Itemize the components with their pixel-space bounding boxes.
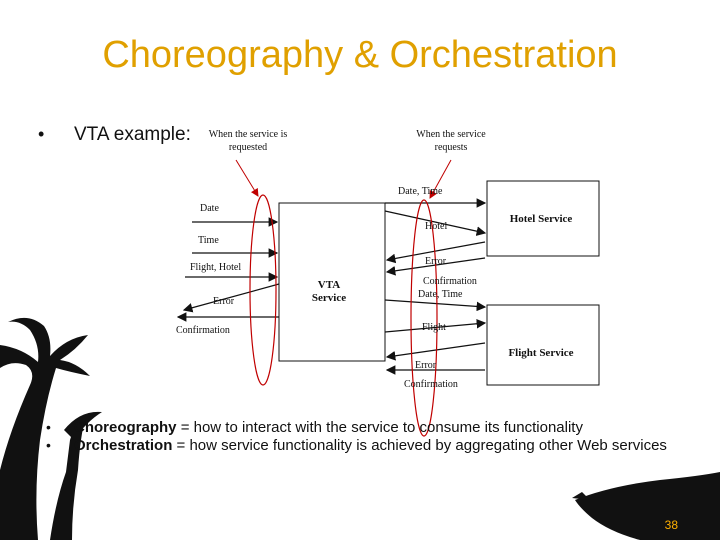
orchestration-term: Orchestration bbox=[74, 437, 173, 454]
palm-tree-decoration bbox=[0, 317, 102, 540]
bullet-marker-orchestration: • bbox=[46, 437, 51, 453]
pointer-requests bbox=[429, 159, 452, 199]
bullet-marker: • bbox=[38, 124, 45, 144]
label-hotel: Hotel bbox=[425, 221, 448, 232]
label-error-1: Error bbox=[425, 256, 447, 267]
label-error-2: Error bbox=[415, 360, 437, 371]
label-confirmation-2: Confirmation bbox=[404, 379, 458, 390]
pointer-requested bbox=[235, 159, 259, 197]
annotation-requests-text: When the service requests bbox=[416, 129, 486, 153]
vta-service-label: VTA Service bbox=[303, 279, 355, 305]
annotation-requested: When the service is requested bbox=[200, 128, 296, 154]
arrow-date-time-flight bbox=[384, 299, 487, 312]
orchestration-description: = how service functionality is achieved … bbox=[176, 437, 667, 454]
bullet-marker-choreography: • bbox=[46, 419, 51, 435]
label-confirmation-left: Confirmation bbox=[176, 325, 230, 336]
slide-title: Choreography & Orchestration bbox=[102, 34, 618, 76]
annotation-requests: When the service requests bbox=[405, 128, 497, 154]
orchestration-definition: Orchestration = how service functionalit… bbox=[74, 437, 674, 454]
page-number: 38 bbox=[664, 518, 678, 532]
label-error-left: Error bbox=[213, 296, 235, 307]
label-flight: Flight bbox=[422, 322, 446, 333]
label-date-time-1: Date, Time bbox=[398, 186, 443, 197]
label-time: Time bbox=[198, 235, 219, 246]
arrow-flight bbox=[384, 318, 487, 333]
annotation-requested-text: When the service is requested bbox=[208, 129, 288, 153]
label-date: Date bbox=[200, 203, 219, 214]
vta-service-box bbox=[278, 202, 386, 362]
choreography-term: Choreography bbox=[74, 419, 177, 436]
arrow-error-left bbox=[182, 283, 280, 313]
arrow-hotel bbox=[384, 210, 487, 236]
label-date-time-2: Date, Time bbox=[418, 289, 463, 300]
arrow-error-hotel bbox=[385, 241, 486, 264]
label-flight-hotel: Flight, Hotel bbox=[190, 262, 242, 273]
flight-service-box bbox=[486, 304, 600, 386]
boat-decoration bbox=[572, 472, 720, 540]
orchestration-ellipse bbox=[410, 199, 438, 437]
hotel-service-label: Hotel Service bbox=[509, 213, 573, 225]
vta-example-label: VTA example: bbox=[74, 124, 191, 145]
flight-service-label: Flight Service bbox=[508, 347, 574, 359]
choreography-description: = how to interact with the service to co… bbox=[180, 419, 583, 436]
vta-service-text: VTA Service bbox=[311, 279, 347, 304]
label-confirmation-1: Confirmation bbox=[423, 276, 477, 287]
choreography-definition: Choreography = how to interact with the … bbox=[74, 419, 583, 436]
hotel-service-box bbox=[486, 180, 600, 257]
choreography-ellipse bbox=[249, 194, 277, 386]
